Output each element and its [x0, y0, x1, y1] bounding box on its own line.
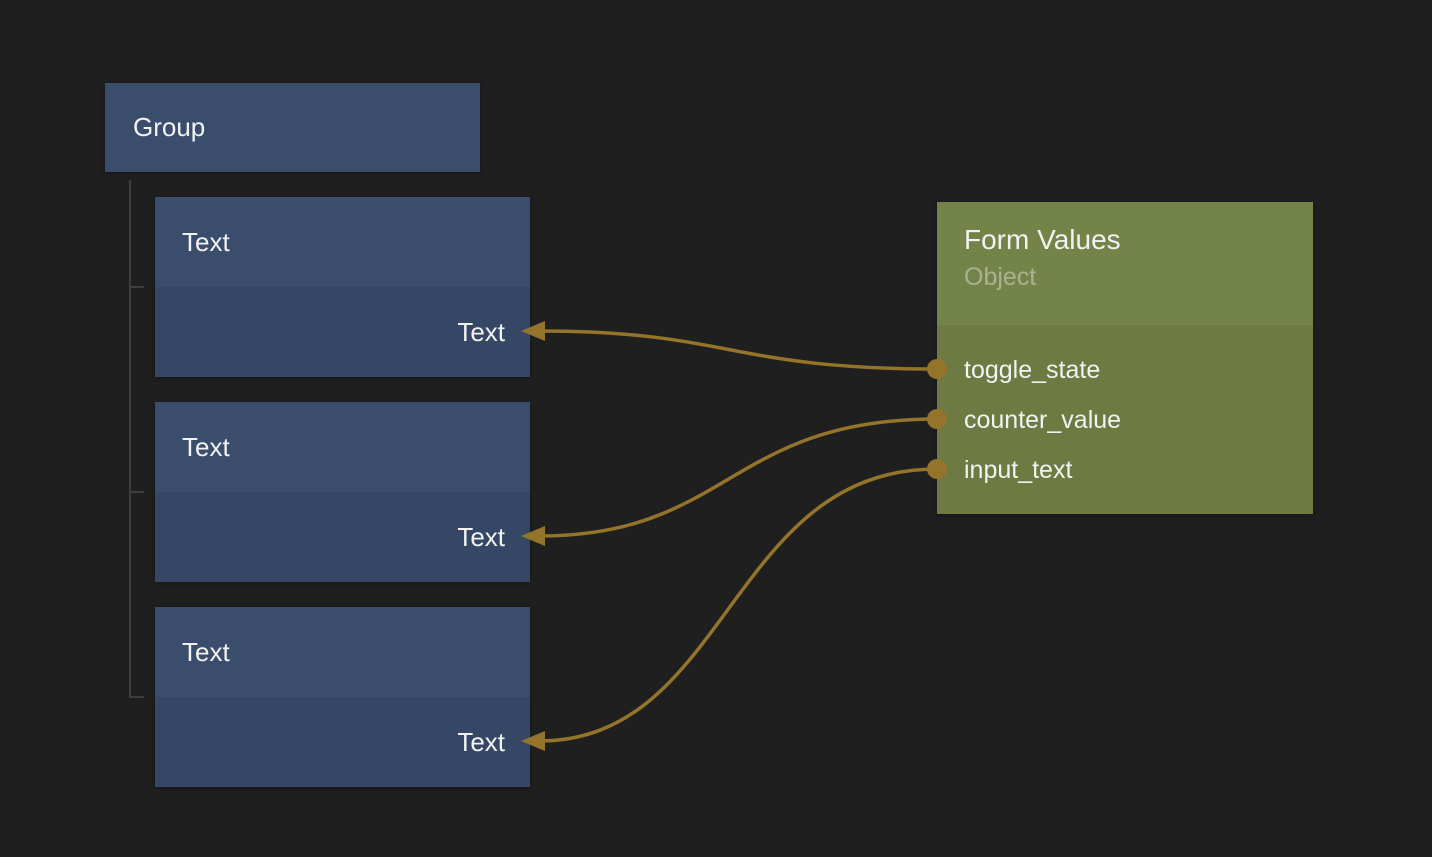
form-values-body: toggle_state counter_value input_text — [937, 325, 1313, 495]
tree-connector-tick — [129, 491, 144, 493]
wire-input_text[interactable] — [521, 459, 947, 751]
text-node-2[interactable]: Text Text — [155, 402, 530, 582]
text-node-2-body: Text — [155, 492, 530, 582]
text-node-1-header: Text — [155, 197, 530, 287]
text-node-3-header: Text — [155, 607, 530, 697]
form-values-node[interactable]: Form Values Object toggle_state counter_… — [937, 202, 1313, 514]
form-values-subtitle: Object — [964, 263, 1037, 291]
text-node-3-input-port[interactable]: Text — [457, 727, 505, 757]
field-row-counter-value[interactable]: counter_value — [964, 406, 1122, 434]
text-node-2-input-port[interactable]: Text — [457, 522, 505, 552]
text-node-2-header: Text — [155, 402, 530, 492]
text-node-1[interactable]: Text Text — [155, 197, 530, 377]
text-node-3-title: Text — [182, 637, 230, 667]
wire-toggle_state[interactable] — [521, 321, 947, 379]
text-node-2-title: Text — [182, 432, 230, 462]
text-node-1-title: Text — [182, 227, 230, 257]
tree-connector-line — [129, 180, 131, 698]
group-node[interactable]: Group — [105, 83, 480, 172]
form-values-header: Form Values Object — [937, 202, 1313, 325]
field-row-input-text[interactable]: input_text — [964, 456, 1073, 484]
wire-path[interactable] — [538, 417, 938, 538]
group-node-title: Group — [133, 112, 206, 142]
tree-connector-tick — [129, 286, 144, 288]
text-node-1-input-port[interactable]: Text — [457, 317, 505, 347]
text-node-3-body: Text — [155, 697, 530, 787]
wire-path[interactable] — [538, 329, 938, 371]
tree-connector-tick — [129, 696, 144, 698]
wire-path[interactable] — [538, 467, 938, 743]
text-node-1-body: Text — [155, 287, 530, 377]
field-row-toggle-state[interactable]: toggle_state — [964, 356, 1101, 384]
text-node-3[interactable]: Text Text — [155, 607, 530, 787]
form-values-title: Form Values — [964, 224, 1121, 255]
wire-counter_value[interactable] — [521, 409, 947, 546]
